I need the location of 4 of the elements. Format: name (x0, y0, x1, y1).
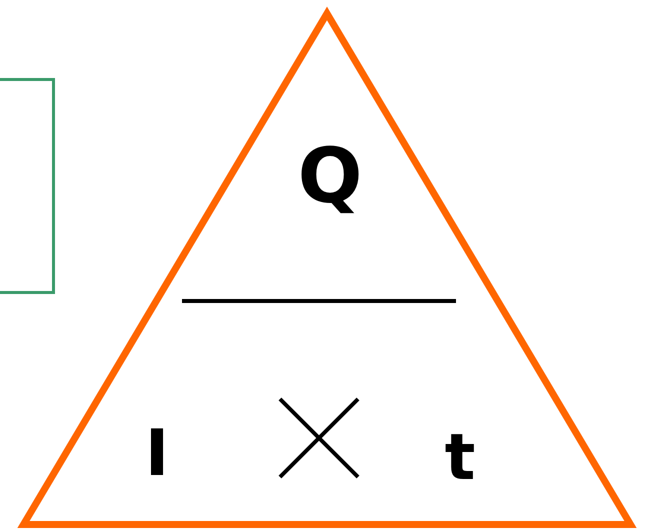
formula-triangle (18, 8, 636, 528)
formula-symbol: Q (298, 138, 362, 214)
formula-symbol: I (145, 422, 169, 486)
formula-symbol: t (444, 426, 476, 490)
